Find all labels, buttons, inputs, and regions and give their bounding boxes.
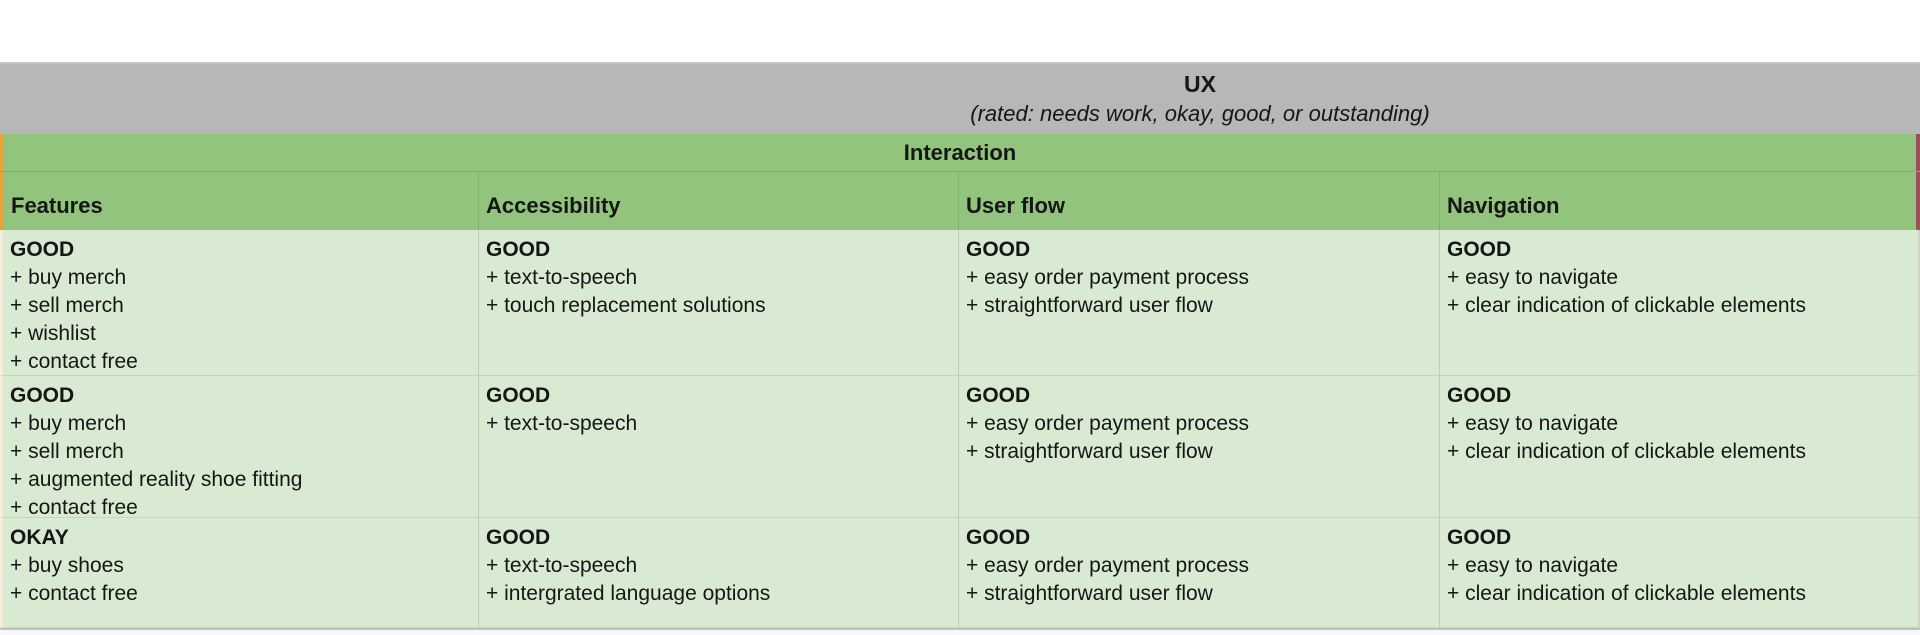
column-header-label: Navigation	[1447, 193, 1560, 218]
rating-label: GOOD	[1447, 384, 1512, 407]
rating-label: GOOD	[966, 238, 1031, 261]
list-item: + clear indication of clickable elements	[1447, 440, 1806, 463]
cell-row1-accessibility[interactable]: GOOD + text-to-speech + touch replacemen…	[479, 230, 959, 376]
list-item: + clear indication of clickable elements	[1447, 294, 1806, 317]
list-item: + text-to-speech	[486, 266, 638, 289]
cell-row2-features[interactable]: GOOD + buy merch + sell merch + augmente…	[0, 376, 479, 518]
cell-row3-features[interactable]: OKAY + buy shoes + contact free	[0, 518, 479, 628]
list-item: + buy shoes	[10, 554, 124, 577]
rating-label: GOOD	[10, 238, 75, 261]
list-item: + easy to navigate	[1447, 266, 1619, 289]
rating-label: GOOD	[10, 384, 75, 407]
column-header-label: User flow	[966, 193, 1066, 218]
list-item: + buy merch	[10, 412, 127, 435]
list-item: + sell merch	[10, 440, 124, 463]
column-header-label: Features	[11, 193, 103, 218]
cell-row1-navigation[interactable]: GOOD + easy to navigate + clear indicati…	[1440, 230, 1920, 376]
list-item: + text-to-speech	[486, 554, 638, 577]
column-header-navigation[interactable]: Navigation	[1440, 172, 1920, 230]
section-header-cell[interactable]: Interaction	[0, 134, 1920, 171]
ux-title-cell[interactable]: UX (rated: needs work, okay, good, or ou…	[0, 62, 1920, 134]
section-header-label: Interaction	[903, 139, 1017, 165]
list-item: + easy order payment process	[966, 554, 1250, 577]
rating-label: GOOD	[486, 238, 551, 261]
rating-label: GOOD	[966, 526, 1031, 549]
cell-row1-features[interactable]: GOOD + buy merch + sell merch + wishlist…	[0, 230, 479, 376]
column-header-features[interactable]: Features	[0, 172, 479, 230]
next-row-edge	[0, 628, 1920, 635]
rating-label: GOOD	[1447, 526, 1512, 549]
cell-row1-user-flow[interactable]: GOOD + easy order payment process + stra…	[959, 230, 1440, 376]
list-item: + contact free	[10, 496, 138, 518]
list-item: + wishlist	[10, 322, 96, 345]
ux-title-block: UX (rated: needs work, okay, good, or ou…	[480, 64, 1920, 134]
table-body: GOOD + buy merch + sell merch + wishlist…	[0, 230, 1920, 628]
list-item: + easy order payment process	[966, 266, 1250, 289]
rating-label: GOOD	[966, 384, 1031, 407]
list-item: + text-to-speech	[486, 412, 638, 435]
list-item: + easy to navigate	[1447, 412, 1619, 435]
list-item: + touch replacement solutions	[486, 294, 766, 317]
list-item: + contact free	[10, 350, 138, 373]
rating-label: GOOD	[486, 384, 551, 407]
rating-label: GOOD	[486, 526, 551, 549]
list-item: + buy merch	[10, 266, 127, 289]
list-item: + straightforward user flow	[966, 294, 1213, 317]
cell-row2-navigation[interactable]: GOOD + easy to navigate + clear indicati…	[1440, 376, 1920, 518]
list-item: + easy to navigate	[1447, 554, 1619, 577]
rating-label: GOOD	[1447, 238, 1512, 261]
cell-row2-user-flow[interactable]: GOOD + easy order payment process + stra…	[959, 376, 1440, 518]
rating-label: OKAY	[10, 526, 69, 549]
list-item: + easy order payment process	[966, 412, 1250, 435]
page-title: UX	[1184, 71, 1216, 97]
cell-row2-accessibility[interactable]: GOOD + text-to-speech	[479, 376, 959, 518]
list-item: + intergrated language options	[486, 582, 771, 605]
list-item: + straightforward user flow	[966, 582, 1213, 605]
column-header-accessibility[interactable]: Accessibility	[479, 172, 959, 230]
list-item: + clear indication of clickable elements	[1447, 582, 1806, 605]
column-header-user-flow[interactable]: User flow	[959, 172, 1440, 230]
cell-row3-user-flow[interactable]: GOOD + easy order payment process + stra…	[959, 518, 1440, 628]
cell-row3-accessibility[interactable]: GOOD + text-to-speech + intergrated lang…	[479, 518, 959, 628]
column-header-label: Accessibility	[486, 193, 621, 218]
cell-row3-navigation[interactable]: GOOD + easy to navigate + clear indicati…	[1440, 518, 1920, 628]
list-item: + straightforward user flow	[966, 440, 1213, 463]
list-item: + sell merch	[10, 294, 124, 317]
column-header-row: Features Accessibility User flow Navigat…	[0, 171, 1920, 230]
list-item: + contact free	[10, 582, 138, 605]
list-item: + augmented reality shoe fitting	[10, 468, 303, 491]
page-subtitle: (rated: needs work, okay, good, or outst…	[970, 101, 1430, 126]
